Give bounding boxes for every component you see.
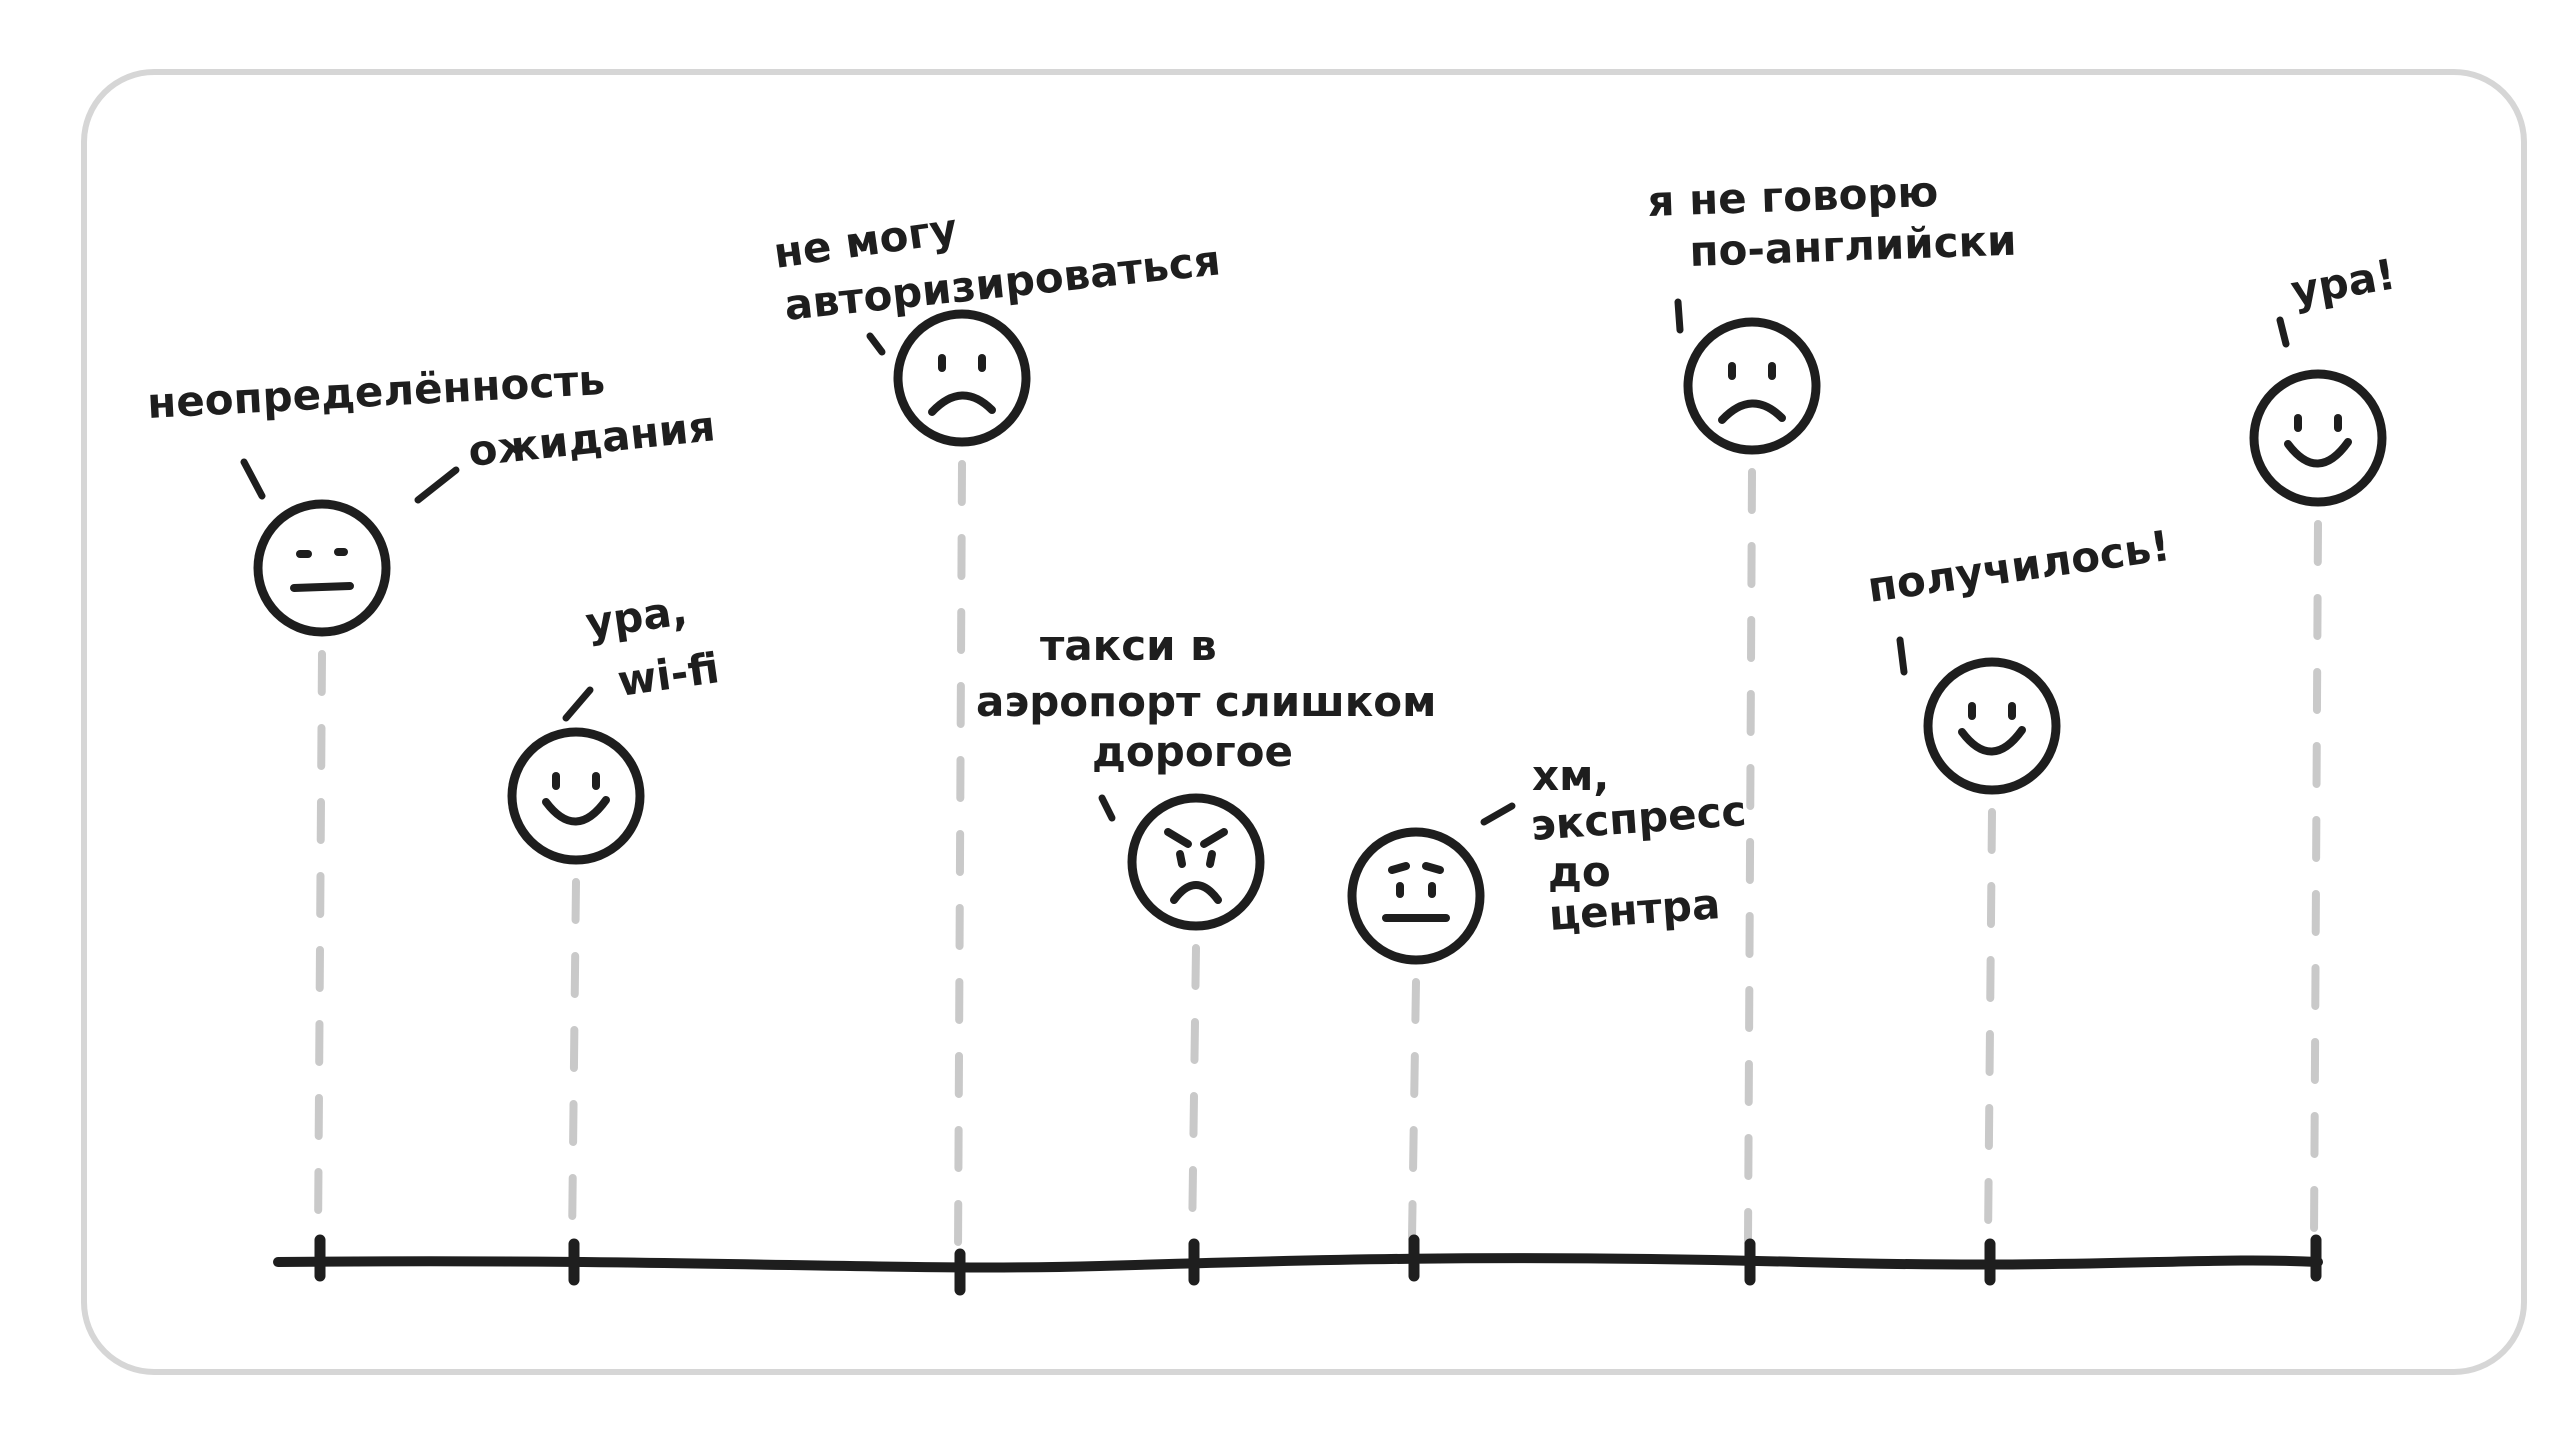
label-uncertainty-line-2: ожидания [466, 401, 718, 476]
label-wifi-line-2: wi-fi [615, 643, 723, 706]
callout-tick-taxi [1098, 794, 1116, 822]
sad-face-icon [1683, 317, 1821, 455]
callout-tick-uncertainty [240, 458, 266, 500]
label-express-line-1: хм, [1532, 751, 1609, 800]
label-wifi-line-1: ура, [583, 585, 691, 648]
angry-face-icon [1127, 793, 1265, 931]
timeline [273, 1234, 2323, 1296]
callout-tick-uncertainty-2 [414, 466, 460, 504]
label-express-line-3: до [1548, 847, 1611, 896]
stem-wifi [568, 878, 580, 1246]
callout-tick-english [1674, 298, 1684, 334]
stem-english [1744, 468, 1756, 1246]
label-uncertainty-line-1: неопределённость [146, 355, 606, 428]
stem-express [1408, 978, 1420, 1242]
callout-tick-success [1896, 636, 1908, 676]
callout-tick-express [1480, 802, 1516, 826]
label-english-line-1: я не говорю [1647, 167, 1939, 226]
faces-layer [253, 309, 2387, 965]
stem-success [1984, 808, 1996, 1246]
label-express-line-4: центра [1547, 879, 1721, 940]
callout-tick-wifi [562, 686, 594, 722]
label-taxi-line-1: такси в [1040, 621, 1217, 670]
stem-taxi [1188, 944, 1200, 1246]
stem-login [954, 460, 966, 1256]
stem-uncertainty [314, 650, 326, 1242]
label-taxi-line-2: аэропорт слишком [976, 677, 1436, 726]
stems-layer [314, 460, 2322, 1256]
callout-tick-hooray [2276, 316, 2290, 348]
neutral-face-icon [253, 499, 391, 637]
sad-face-icon [893, 309, 1031, 447]
happy-face-icon [1923, 657, 2061, 795]
timeline-axis [273, 1253, 2323, 1273]
frame [81, 69, 2527, 1375]
label-taxi-line-3: дорогое [1092, 727, 1293, 776]
happy-face-icon [2249, 369, 2387, 507]
label-success-line-1: получилось! [1865, 521, 2173, 612]
happy-face-icon [507, 727, 645, 865]
label-hooray-line-1: ура! [2287, 249, 2399, 315]
callout-tick-login [866, 332, 886, 356]
label-english-line-2: по-английски [1689, 216, 2018, 276]
doubtful-face-icon [1347, 827, 1485, 965]
stem-hooray [2310, 520, 2322, 1242]
